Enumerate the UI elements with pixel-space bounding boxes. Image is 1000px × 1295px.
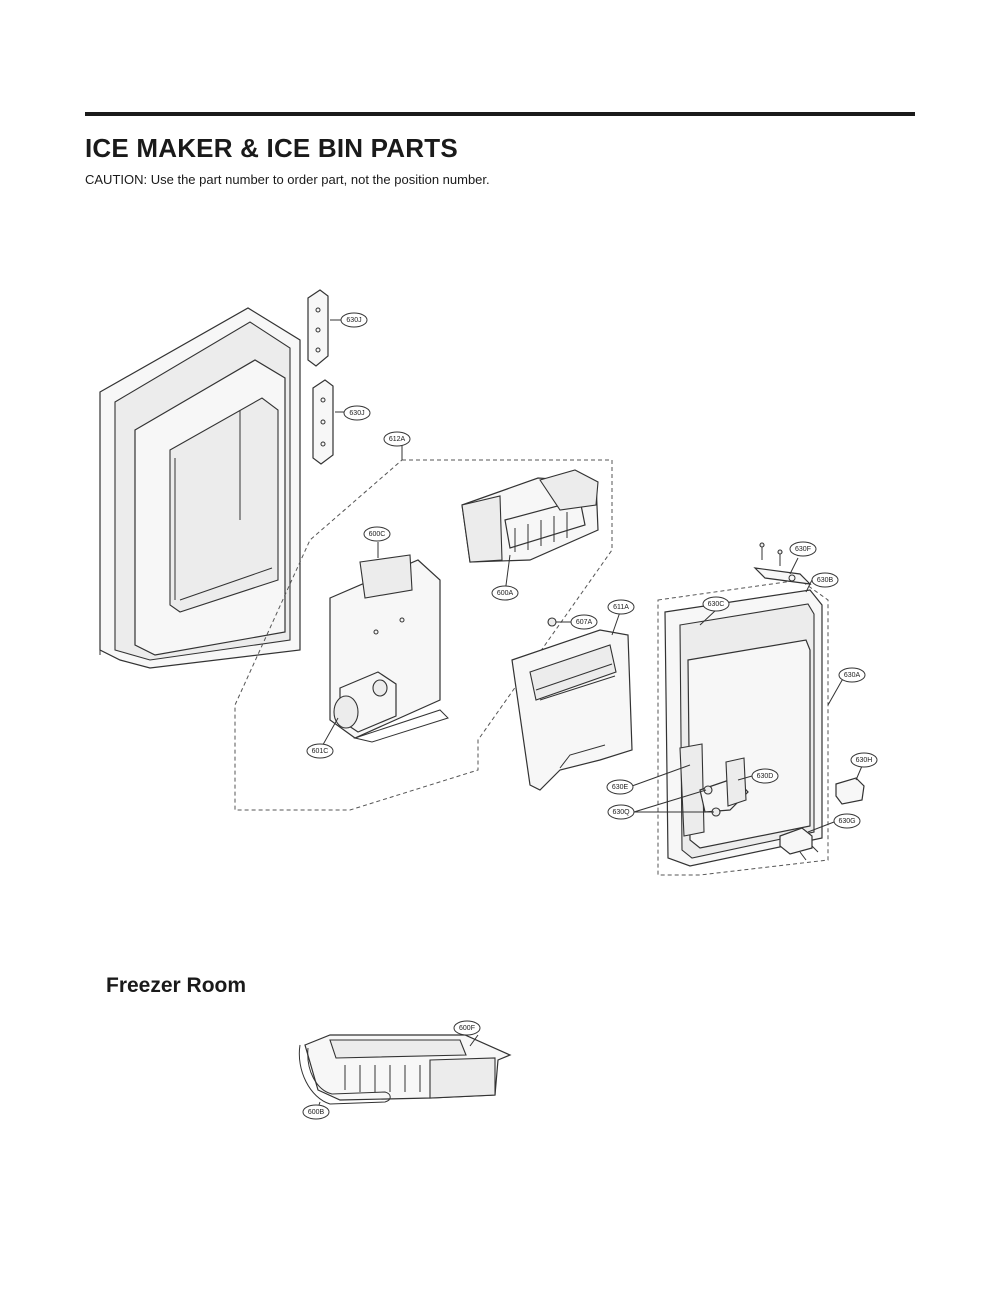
callout-630F-text: 630F <box>795 546 811 553</box>
assembly-boundary-612A <box>234 459 613 811</box>
leader-lines <box>319 542 863 833</box>
door-liner-part <box>99 307 301 669</box>
callout-630H-text: 630H <box>856 757 873 764</box>
callout-630J-bottom-text: 630J <box>349 410 364 417</box>
callout-630G: 630G <box>833 813 861 829</box>
callout-630A: 630A <box>838 667 866 683</box>
ice-maker-bracket-part <box>329 554 449 743</box>
callout-630Q: 630Q <box>607 804 635 820</box>
callout-607A-text: 607A <box>576 619 593 626</box>
page-title: ICE MAKER & ICE BIN PARTS <box>85 133 458 163</box>
hinge-part-630F <box>753 542 812 585</box>
callout-630D: 630D <box>751 768 779 784</box>
callout-600A-text: 600A <box>497 590 514 597</box>
callout-630A-text: 630A <box>844 672 861 679</box>
callout-630J-top: 630J <box>340 312 368 328</box>
bracket-part-630G <box>779 827 819 861</box>
caution-note: CAUTION: Use the part number to order pa… <box>85 172 490 187</box>
callout-600C: 600C <box>363 526 391 542</box>
callout-600F: 600F <box>453 1020 481 1036</box>
freezer-ice-maker-part <box>298 1034 512 1109</box>
callout-600C-text: 600C <box>369 531 386 538</box>
callout-630C: 630C <box>702 596 730 612</box>
callout-612A-text: 612A <box>389 436 406 443</box>
ice-maker-assembly-part <box>461 469 599 563</box>
callout-612A: 612A <box>383 431 411 447</box>
callout-611A: 611A <box>607 599 635 615</box>
callout-630E: 630E <box>606 779 634 795</box>
callout-630J-bottom: 630J <box>343 405 371 421</box>
callout-630E-text: 630E <box>612 784 629 791</box>
bracket-strip-part-bottom <box>312 379 334 465</box>
callout-607A: 607A <box>570 614 598 630</box>
callout-630Q-text: 630Q <box>612 809 630 816</box>
callout-600B-text: 600B <box>308 1109 325 1116</box>
header-rule <box>85 112 915 116</box>
screw-part-607A <box>547 617 572 627</box>
callout-601C: 601C <box>306 743 334 759</box>
callout-601C-text: 601C <box>312 748 329 755</box>
callout-600B: 600B <box>302 1104 330 1120</box>
callout-630G-text: 630G <box>838 818 855 825</box>
clip-part-630H <box>835 777 865 805</box>
callout-630H: 630H <box>850 752 878 768</box>
section-title-freezer-room: Freezer Room <box>106 974 247 997</box>
ice-bin-door-part <box>664 589 823 867</box>
callout-611A-text: 611A <box>613 604 629 611</box>
callout-600F-text: 600F <box>459 1025 475 1032</box>
callout-630F: 630F <box>789 541 817 557</box>
callout-630C-text: 630C <box>708 601 725 608</box>
callout-600A: 600A <box>491 585 519 601</box>
callout-630B-text: 630B <box>817 577 834 584</box>
ice-bin-cover-part <box>511 629 633 791</box>
callout-630B: 630B <box>811 572 839 588</box>
callout-630J-top-text: 630J <box>346 317 361 324</box>
bracket-strip-part-top <box>307 289 329 367</box>
callout-630D-text: 630D <box>757 773 774 780</box>
